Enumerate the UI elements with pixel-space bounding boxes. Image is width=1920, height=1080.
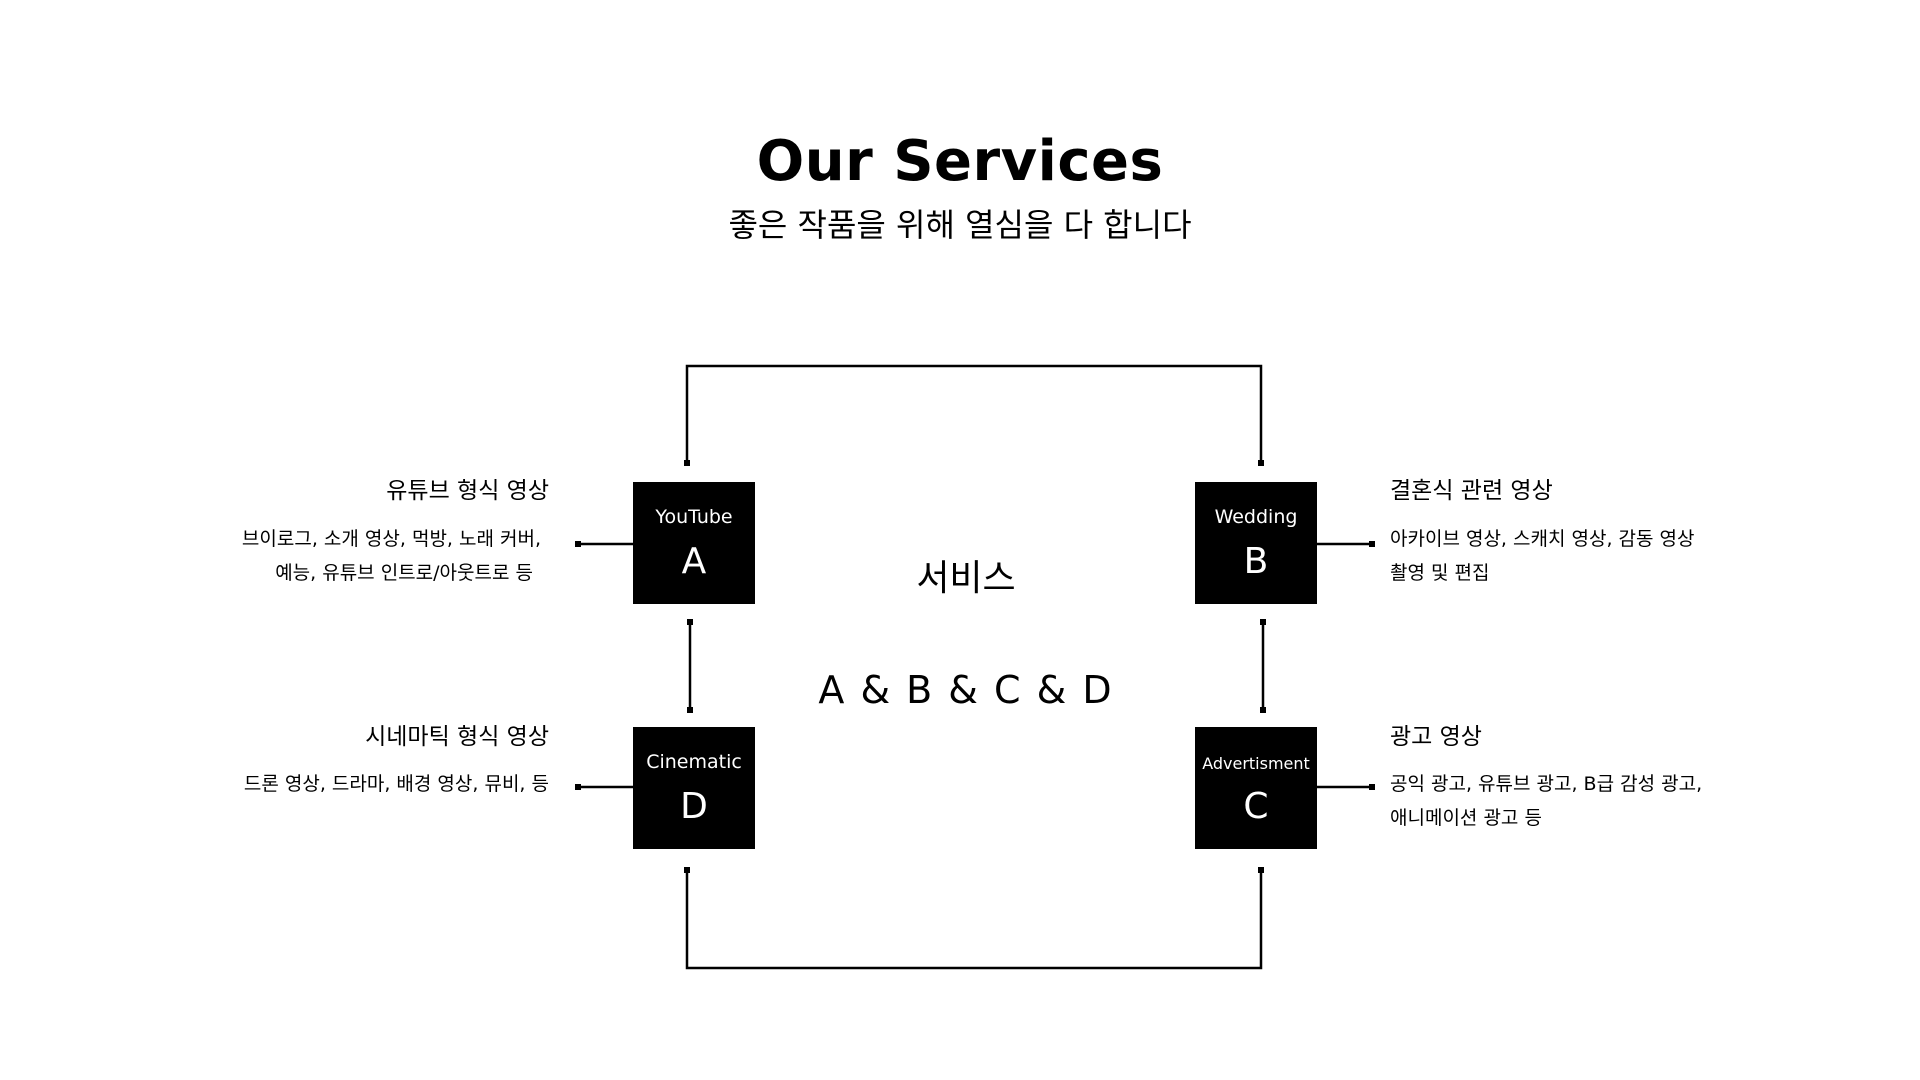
connector-dot — [1369, 784, 1375, 790]
service-box-youtube: YouTube A — [633, 482, 755, 604]
service-heading-cinematic: 시네마틱 형식 영상 — [365, 724, 549, 750]
connector-dot — [1260, 619, 1266, 625]
connector-dot — [687, 619, 693, 625]
connector-dot — [1258, 867, 1264, 873]
connector-dot — [575, 784, 581, 790]
service-desc-line: 예능, 유튜브 인트로/아웃트로 등 — [275, 562, 533, 584]
center-combo: A & B & C & D — [818, 668, 1114, 712]
box-label: Cinematic — [646, 751, 742, 773]
service-box-wedding: Wedding B — [1195, 482, 1317, 604]
service-desc-line: 브이로그, 소개 영상, 먹방, 노래 커버, — [241, 528, 541, 550]
service-desc-cinematic: 드론 영상, 드라마, 배경 영상, 뮤비, 등 — [244, 767, 549, 801]
page-title: Our Services — [756, 129, 1164, 194]
service-desc-line: 촬영 및 편집 — [1390, 562, 1490, 584]
center-title: 서비스 — [916, 558, 1016, 599]
service-heading-advertisment: 광고 영상 — [1390, 724, 1482, 750]
box-letter: C — [1243, 786, 1269, 827]
service-box-advertisment: Advertisment C — [1195, 727, 1317, 849]
connector-top-bracket — [685, 364, 1263, 463]
box-label: YouTube — [655, 506, 733, 528]
box-label: Wedding — [1214, 506, 1298, 528]
connector-dot — [1260, 707, 1266, 713]
service-desc-advertisment: 공익 광고, 유튜브 광고, B급 감성 광고, 애니메이션 광고 등 — [1390, 767, 1702, 835]
box-letter: B — [1243, 541, 1269, 582]
service-desc-line: 애니메이션 광고 등 — [1390, 807, 1542, 829]
service-box-cinematic: Cinematic D — [633, 727, 755, 849]
connector-dot — [1258, 460, 1264, 466]
service-desc-line: 아카이브 영상, 스캐치 영상, 감동 영상 — [1390, 528, 1695, 550]
page-subtitle: 좋은 작품을 위해 열심을 다 합니다 — [728, 206, 1192, 244]
service-desc-youtube: 브이로그, 소개 영상, 먹방, 노래 커버, 예능, 유튜브 인트로/아웃트로… — [242, 522, 541, 590]
connector-dot — [575, 541, 581, 547]
box-label: Advertisment — [1202, 754, 1310, 773]
connector-bottom-bracket — [685, 870, 1263, 970]
box-letter: A — [681, 541, 707, 582]
service-heading-wedding: 결혼식 관련 영상 — [1390, 478, 1553, 504]
connector-dot — [684, 460, 690, 466]
service-desc-line: 드론 영상, 드라마, 배경 영상, 뮤비, 등 — [243, 773, 549, 795]
service-heading-youtube: 유튜브 형식 영상 — [386, 478, 549, 504]
connector-dot — [1369, 541, 1375, 547]
service-desc-wedding: 아카이브 영상, 스캐치 영상, 감동 영상 촬영 및 편집 — [1390, 522, 1694, 590]
service-desc-line: 공익 광고, 유튜브 광고, B급 감성 광고, — [1390, 773, 1703, 795]
box-letter: D — [680, 786, 708, 827]
connector-dot — [687, 707, 693, 713]
connector-dot — [684, 867, 690, 873]
